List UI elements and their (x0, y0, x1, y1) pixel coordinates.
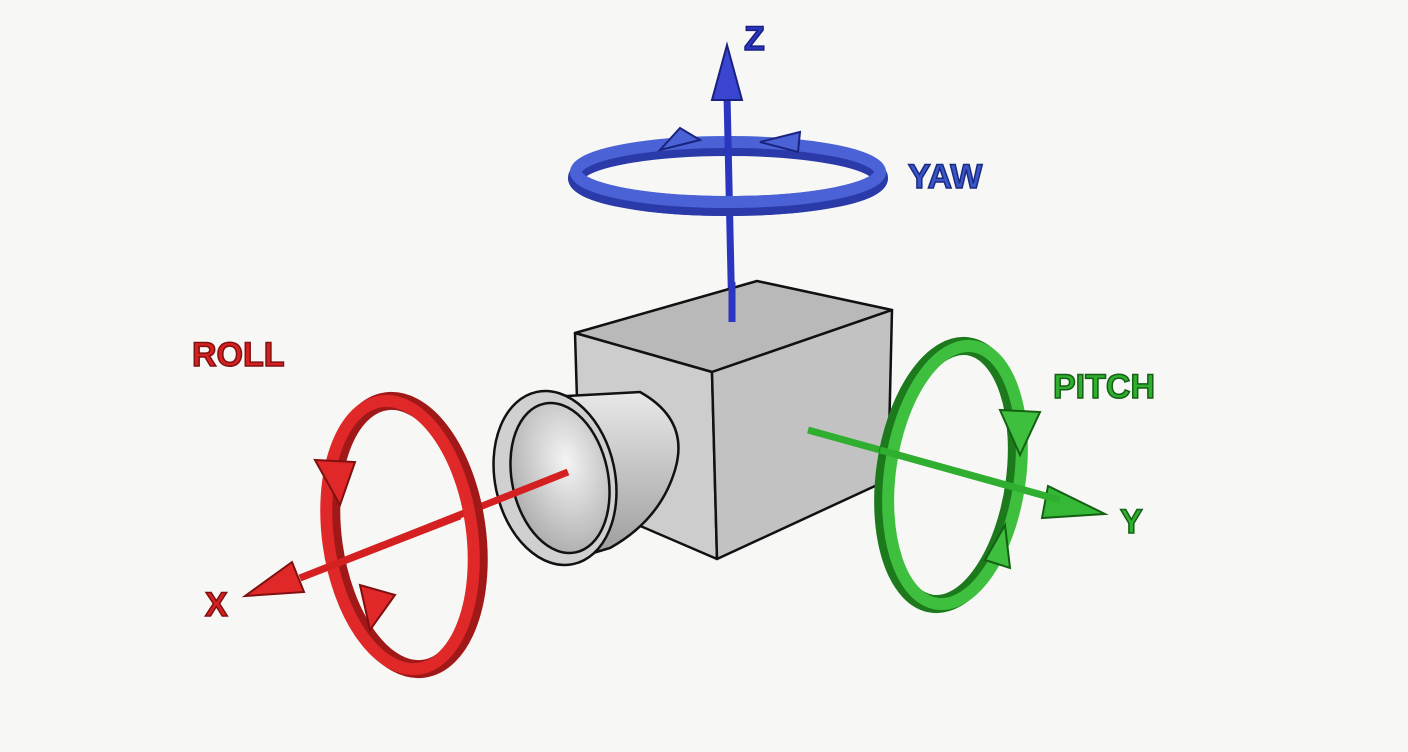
z-axis-arrow (710, 41, 744, 323)
x-axis-label: X (205, 586, 228, 624)
pitch-ring-icon (874, 336, 1042, 614)
roll-ring-icon (313, 391, 488, 679)
camera-body (573, 279, 894, 561)
camera-lens (492, 389, 680, 567)
pitch-label: PITCH (1053, 368, 1155, 406)
yaw-label: YAW (908, 158, 983, 196)
z-axis-label: Z (744, 20, 765, 58)
y-axis-label: Y (1120, 503, 1143, 541)
roll-label: ROLL (192, 336, 285, 374)
